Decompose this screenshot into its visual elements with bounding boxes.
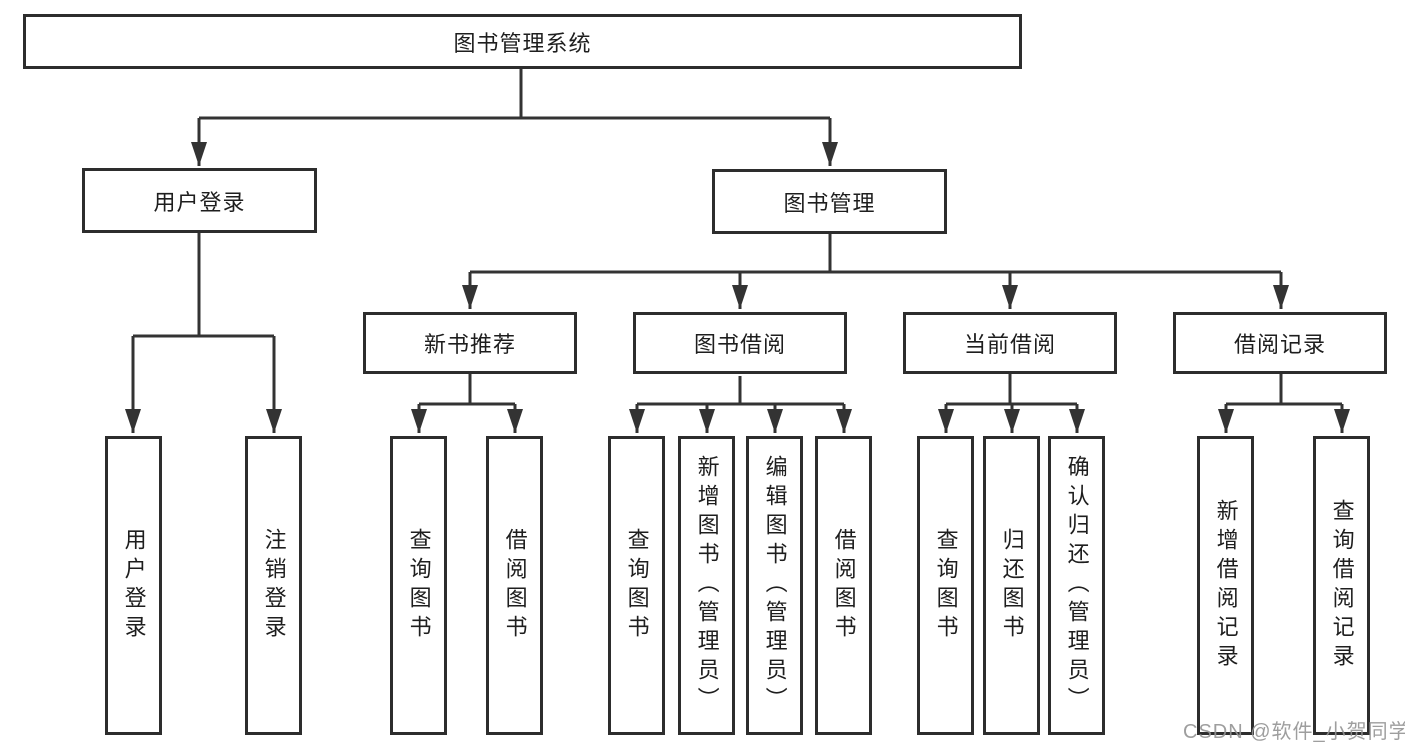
leaf-confirm-return-admin: 确认归还（管理员） <box>1048 436 1105 735</box>
node-current-borrowing: 当前借阅 <box>903 312 1117 374</box>
leaf-borrow-books-borrow: 借阅图书 <box>815 436 872 735</box>
leaf-add-borrow-record: 新增借阅记录 <box>1197 436 1254 735</box>
leaf-logout: 注销登录 <box>245 436 302 735</box>
node-label: 当前借阅 <box>963 332 1056 357</box>
connector-book-borrowing-children <box>629 376 852 433</box>
node-user-login: 用户登录 <box>82 168 317 233</box>
node-label: 注销登录 <box>261 527 287 644</box>
leaf-return-book: 归还图书 <box>983 436 1040 735</box>
node-label: 查询图书 <box>624 527 650 644</box>
node-borrowing-records: 借阅记录 <box>1173 312 1387 374</box>
node-label: 借阅记录 <box>1233 332 1326 357</box>
leaf-user-login: 用户登录 <box>105 436 162 735</box>
node-label: 编辑图书（管理员） <box>762 455 788 716</box>
node-label: 图书借阅 <box>693 332 786 357</box>
node-book-management: 图书管理 <box>712 169 947 234</box>
node-label: 查询图书 <box>933 527 959 644</box>
leaf-query-books-borrow: 查询图书 <box>608 436 665 735</box>
connector-book-management-children <box>462 234 1289 309</box>
node-root: 图书管理系统 <box>23 14 1022 69</box>
node-label: 新书推荐 <box>423 332 516 357</box>
watermark: CSDN @软件_小贺同学 <box>1183 721 1405 743</box>
node-label: 借阅图书 <box>831 527 857 644</box>
connector-user-login-children <box>125 233 282 433</box>
connector-new-book-recommendation-children <box>411 374 523 433</box>
leaf-borrow-books-recommend: 借阅图书 <box>486 436 543 735</box>
node-label: 借阅图书 <box>502 527 528 644</box>
node-label: 新增借阅记录 <box>1213 498 1239 673</box>
leaf-add-book-admin: 新增图书（管理员） <box>678 436 735 735</box>
node-label: 确认归还（管理员） <box>1064 455 1090 716</box>
node-label: 归还图书 <box>999 527 1025 644</box>
connector-root-to-level2 <box>191 69 838 166</box>
node-label: 新增图书（管理员） <box>694 455 720 716</box>
node-label: 用户登录 <box>153 189 246 215</box>
node-new-book-recommendation: 新书推荐 <box>363 312 577 374</box>
node-label: 用户登录 <box>121 527 147 644</box>
leaf-query-books-current: 查询图书 <box>917 436 974 735</box>
connector-current-borrowing-children <box>938 374 1085 433</box>
node-book-borrowing: 图书借阅 <box>633 312 847 374</box>
leaf-query-books-recommend: 查询图书 <box>390 436 447 735</box>
connector-borrowing-records-children <box>1218 374 1350 433</box>
node-label: 图书管理 <box>783 190 876 216</box>
leaf-edit-book-admin: 编辑图书（管理员） <box>746 436 803 735</box>
node-label: 查询图书 <box>406 527 432 644</box>
node-label: 图书管理系统 <box>453 30 592 56</box>
node-label: 查询借阅记录 <box>1329 498 1355 673</box>
leaf-query-borrow-record: 查询借阅记录 <box>1313 436 1370 735</box>
